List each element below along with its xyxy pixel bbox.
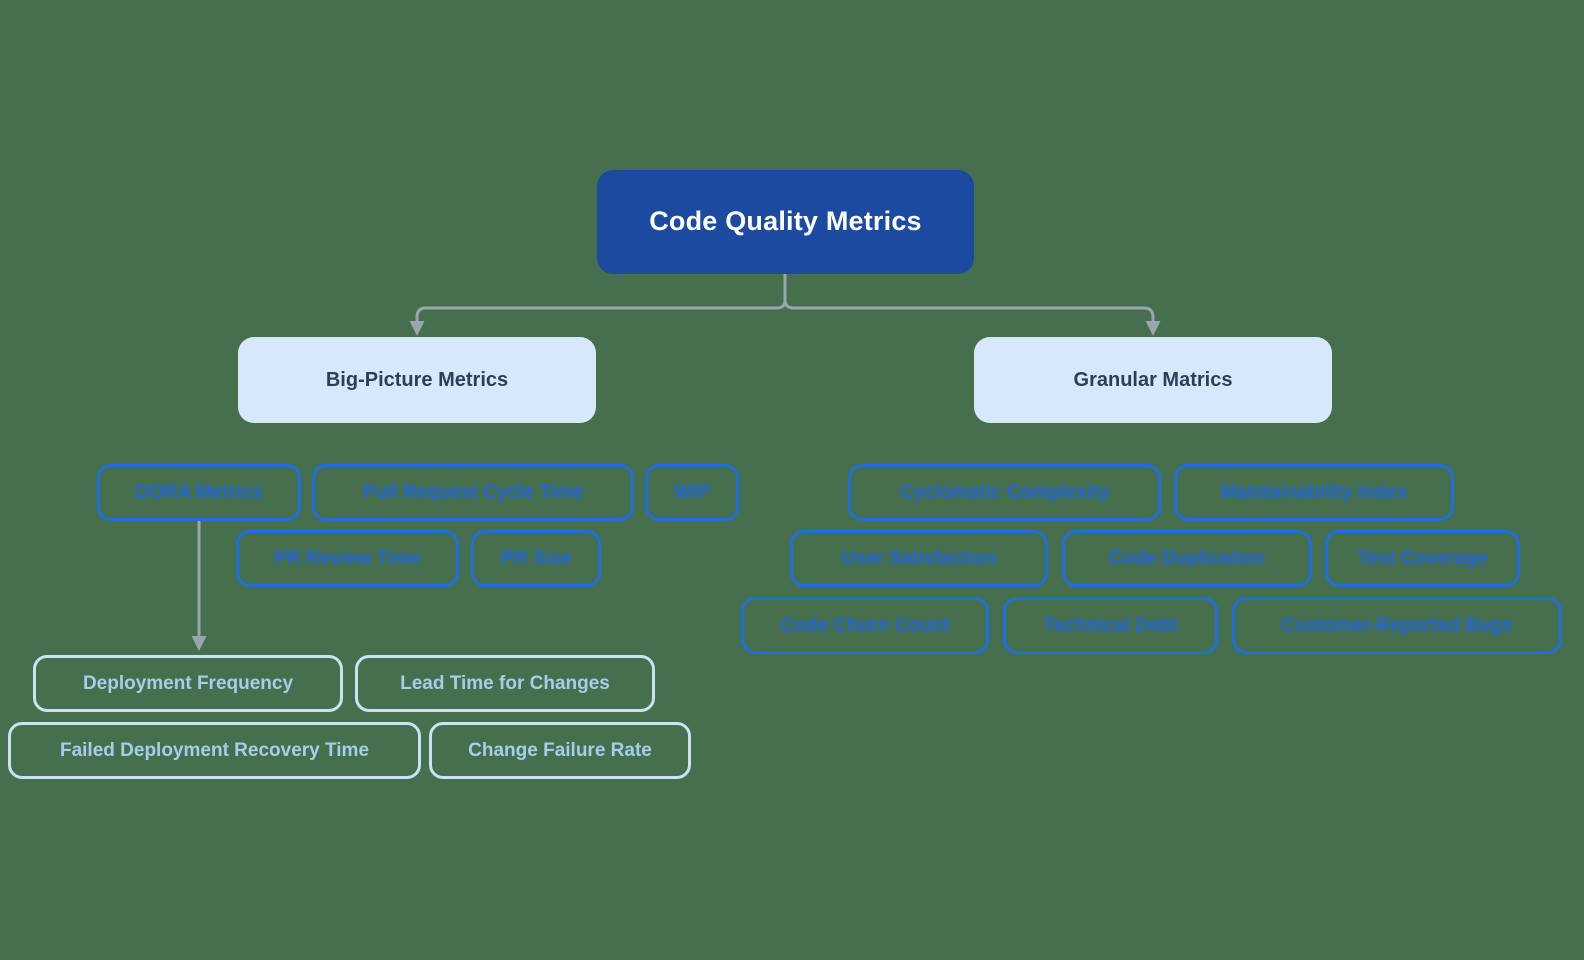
node-label: Cyclomatic Complexity (899, 481, 1110, 503)
node-change-failure-rate[interactable]: Change Failure Rate (429, 722, 691, 779)
node-big-picture-metrics[interactable]: Big-Picture Metrics (238, 337, 596, 423)
node-label: Technical Debt (1043, 614, 1178, 636)
node-code-quality-metrics[interactable]: Code Quality Metrics (597, 170, 974, 274)
node-wip[interactable]: WIP (645, 464, 739, 521)
node-code-churn-count[interactable]: Code Churn Count (741, 597, 989, 654)
node-granular-matrics[interactable]: Granular Matrics (974, 337, 1332, 423)
node-user-satisfaction[interactable]: User Satisfaction (790, 530, 1048, 587)
node-customer-reported-bugs[interactable]: Customer-Reported Bugs (1232, 597, 1562, 654)
node-pr-size[interactable]: PR Size (471, 530, 601, 587)
node-cyclomatic-complexity[interactable]: Cyclomatic Complexity (848, 464, 1161, 521)
node-label: WIP (674, 481, 710, 503)
node-technical-debt[interactable]: Technical Debt (1003, 597, 1218, 654)
node-label: Failed Deployment Recovery Time (59, 739, 370, 761)
edge-root-to-granular (783, 273, 1161, 336)
node-pr-review-time[interactable]: PR Review Time (236, 530, 459, 587)
node-label: Lead Time for Changes (400, 672, 610, 694)
node-code-duplication[interactable]: Code Duplication (1062, 530, 1312, 587)
node-deployment-frequency[interactable]: Deployment Frequency (33, 655, 343, 712)
node-pull-request-cycle-time[interactable]: Pull Request Cycle Time (312, 464, 634, 521)
node-label: Granular Matrics (1073, 368, 1233, 391)
node-label: Maintainability Index (1220, 481, 1408, 503)
node-label: Code Quality Metrics (649, 206, 922, 237)
node-label: Code Churn Count (780, 614, 950, 636)
node-label: PR Size (501, 547, 571, 569)
node-label: Code Duplication (1108, 547, 1266, 569)
node-label: PR Review Time (274, 547, 421, 569)
node-label: Customer-Reported Bugs (1281, 614, 1513, 636)
node-label: User Satisfaction (841, 547, 997, 569)
node-lead-time-for-changes[interactable]: Lead Time for Changes (355, 655, 655, 712)
node-label: Change Failure Rate (468, 739, 652, 761)
node-label: Test Coverage (1357, 547, 1488, 569)
node-label: Big-Picture Metrics (325, 368, 509, 391)
node-label: Deployment Frequency (82, 672, 294, 694)
node-label: DORA Metrics (135, 481, 263, 503)
node-label: Pull Request Cycle Time (362, 481, 584, 503)
node-test-coverage[interactable]: Test Coverage (1325, 530, 1520, 587)
node-failed-deployment-recovery-time[interactable]: Failed Deployment Recovery Time (8, 722, 421, 779)
edge-root-to-big-picture (409, 273, 787, 336)
node-maintainability-index[interactable]: Maintainability Index (1174, 464, 1454, 521)
node-dora-metrics[interactable]: DORA Metrics (97, 464, 301, 521)
